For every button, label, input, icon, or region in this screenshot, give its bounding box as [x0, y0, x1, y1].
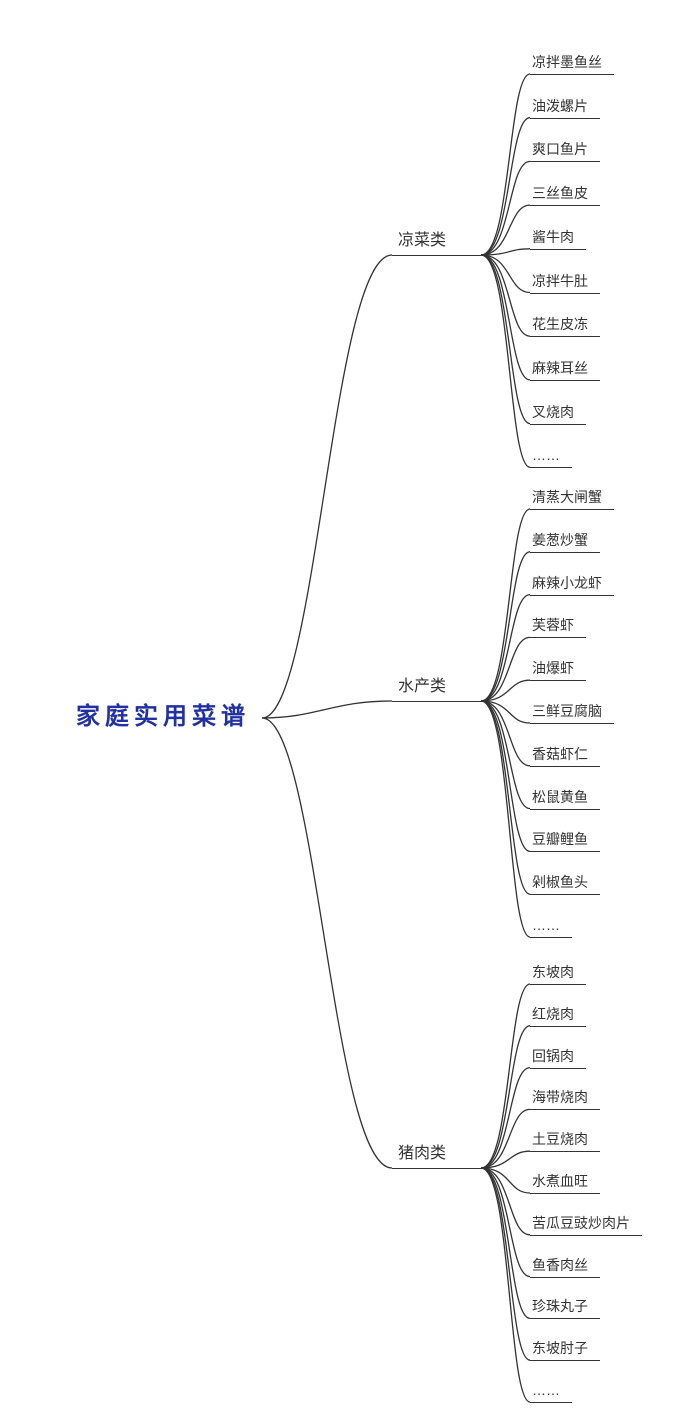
connector-edge: [480, 700, 531, 767]
connector-edge: [480, 593, 531, 702]
connector-edge: [480, 254, 531, 337]
leaf-node[interactable]: 姜葱炒蟹: [530, 529, 600, 553]
leaf-node[interactable]: 爽口鱼片: [530, 138, 600, 163]
leaf-node[interactable]: 三鲜豆腐脑: [530, 700, 614, 724]
leaf-node[interactable]: 东坡肘子: [530, 1337, 600, 1362]
leaf-node[interactable]: 海带烧肉: [530, 1086, 600, 1111]
connector-edge: [480, 1025, 531, 1169]
connector-edge: [261, 717, 393, 1169]
leaf-node[interactable]: 芙蓉虾: [530, 614, 586, 639]
connector-edge: [480, 1167, 531, 1236]
connector-edge: [480, 160, 531, 256]
connector-edge: [480, 700, 531, 895]
leaf-node[interactable]: 松鼠黄鱼: [530, 786, 600, 810]
connector-edge: [480, 1167, 531, 1194]
connector-edge: [480, 1066, 531, 1169]
leaf-node[interactable]: 红烧肉: [530, 1003, 586, 1027]
connector-edge: [480, 679, 531, 702]
leaf-node[interactable]: 叉烧肉: [530, 401, 586, 425]
leaf-node[interactable]: 香菇虾仁: [530, 743, 600, 767]
connector-edge: [480, 73, 531, 256]
leaf-node[interactable]: 麻辣小龙虾: [530, 572, 614, 596]
leaf-node[interactable]: 土豆烧肉: [530, 1128, 600, 1153]
connector-edge: [480, 1167, 531, 1403]
connector-edge: [480, 248, 531, 256]
connector-edge: [480, 1167, 531, 1278]
leaf-node[interactable]: 油泼螺片: [530, 95, 600, 119]
leaf-node[interactable]: 三丝鱼皮: [530, 182, 600, 207]
leaf-node[interactable]: 回锅肉: [530, 1045, 586, 1069]
leaf-node[interactable]: 鱼香肉丝: [530, 1254, 600, 1278]
connector-edge: [480, 983, 531, 1169]
leaf-node[interactable]: 花生皮冻: [530, 313, 600, 338]
leaf-node[interactable]: 油爆虾: [530, 657, 586, 682]
leaf-node[interactable]: ……: [530, 444, 572, 469]
leaf-node[interactable]: 水煮血旺: [530, 1170, 600, 1194]
connector-edge: [480, 1167, 531, 1320]
connector-edge: [480, 1108, 531, 1169]
connector-edge: [480, 1150, 531, 1169]
connector-edge: [480, 700, 531, 853]
connector-edge: [261, 700, 393, 719]
connector-edge: [480, 254, 531, 381]
connector-edge: [480, 254, 531, 468]
connector-edge: [480, 700, 531, 724]
connector-edge: [480, 700, 531, 938]
leaf-node[interactable]: 凉拌墨鱼丝: [530, 51, 614, 75]
leaf-node[interactable]: ……: [530, 1379, 572, 1403]
leaf-node[interactable]: 苦瓜豆豉炒肉片: [530, 1212, 642, 1236]
connector-edge: [480, 508, 531, 702]
connector-edge: [480, 204, 531, 256]
leaf-node[interactable]: ……: [530, 914, 572, 938]
leaf-node[interactable]: 豆瓣鲤鱼: [530, 828, 600, 853]
branch-node-3[interactable]: 猪肉类: [392, 1143, 481, 1169]
leaf-node[interactable]: 珍珠丸子: [530, 1295, 600, 1320]
connector-edge: [480, 700, 531, 810]
leaf-node[interactable]: 酱牛肉: [530, 226, 586, 250]
leaf-node[interactable]: 东坡肉: [530, 961, 586, 985]
branch-node-1[interactable]: 凉菜类: [392, 230, 481, 256]
connector-edge: [480, 117, 531, 256]
connector-edge: [480, 1167, 531, 1361]
root-node[interactable]: 家庭实用菜谱: [76, 703, 250, 730]
connector-edge: [480, 254, 531, 294]
connector-edge: [480, 254, 531, 425]
connector-edge: [480, 636, 531, 702]
leaf-node[interactable]: 凉拌牛肚: [530, 270, 600, 294]
connector-edge: [480, 551, 531, 702]
leaf-node[interactable]: 清蒸大闸蟹: [530, 486, 614, 510]
connector-edge: [261, 254, 393, 719]
branch-node-2[interactable]: 水产类: [392, 676, 481, 702]
leaf-node[interactable]: 剁椒鱼头: [530, 871, 600, 896]
leaf-node[interactable]: 麻辣耳丝: [530, 357, 600, 381]
